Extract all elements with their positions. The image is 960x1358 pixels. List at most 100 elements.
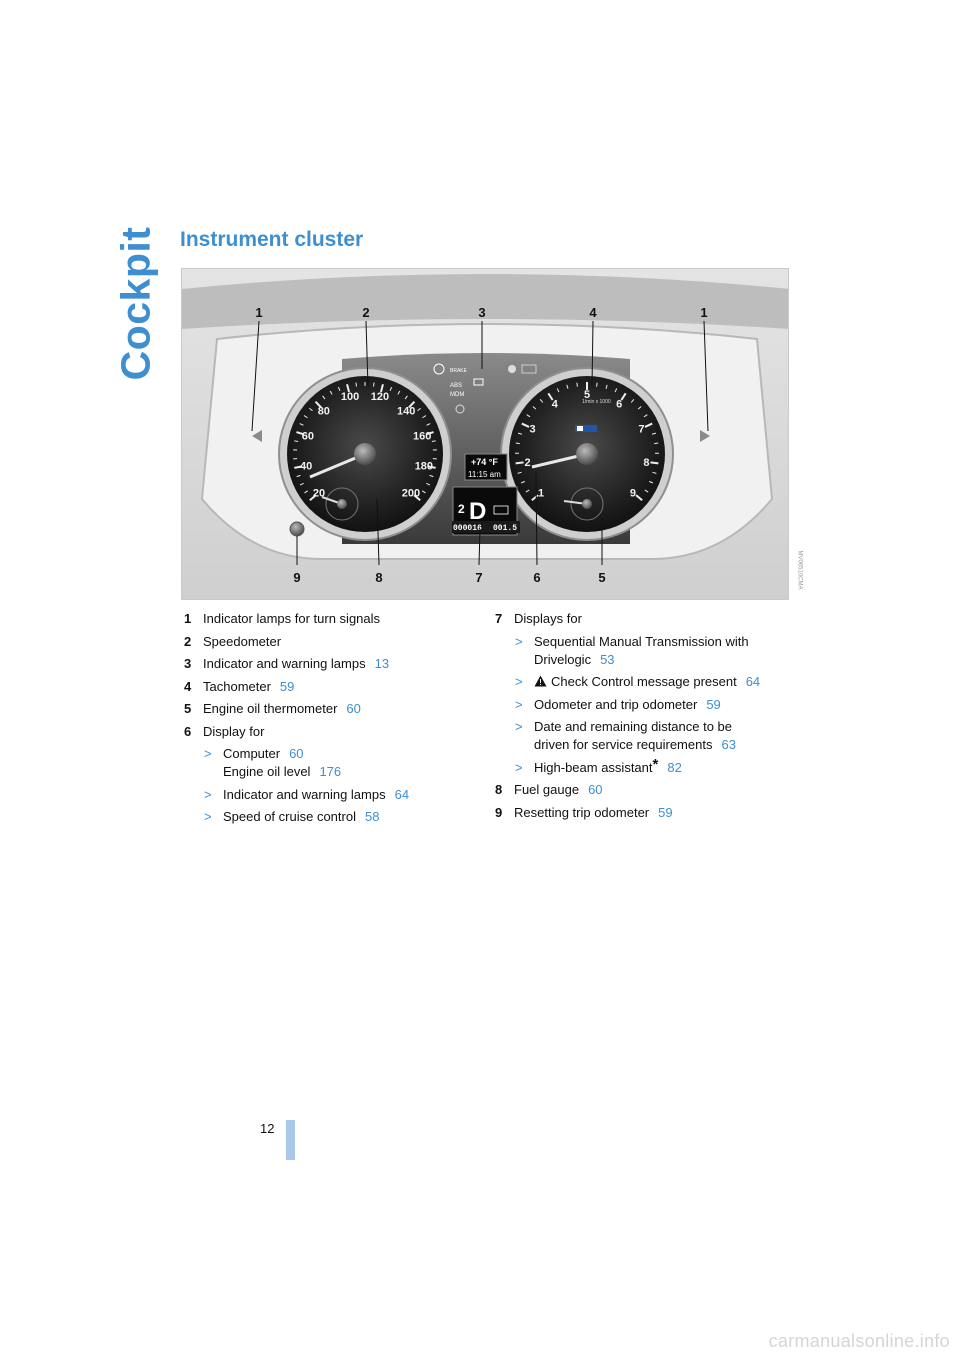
page-ref-link[interactable]: 60 <box>346 701 361 716</box>
subitem-text: Engine oil level <box>223 764 311 779</box>
tachometer-tick <box>531 494 539 502</box>
section-title: Cockpit <box>112 226 160 380</box>
item-text: Indicator lamps for turn signals <box>203 611 381 626</box>
item-number: 6 <box>184 723 192 739</box>
speedometer-label: 140 <box>397 405 415 417</box>
tachometer-tick <box>605 384 608 389</box>
speedometer-label: 60 <box>302 431 314 443</box>
tachometer-tick <box>517 471 522 474</box>
speedometer-tick <box>294 440 299 443</box>
page-ref-link[interactable]: 64 <box>745 674 761 689</box>
item-number: 4 <box>184 678 192 694</box>
speedometer-tick <box>413 494 421 502</box>
speedometer-label: 200 <box>402 488 420 500</box>
page-ref-link[interactable]: 60 <box>588 782 603 797</box>
page-ref-link[interactable]: 176 <box>319 764 342 779</box>
page-ref-link[interactable]: 53 <box>600 651 615 667</box>
tachometer-tick <box>515 442 520 445</box>
speedometer-label: 120 <box>371 391 389 403</box>
tachometer-tick <box>520 480 525 484</box>
speedometer-tick <box>404 395 408 400</box>
display-gear: D <box>469 498 486 525</box>
warning-lamp-brake: BRAKE <box>450 368 468 374</box>
page-ref-link[interactable]: 59 <box>658 804 673 820</box>
tachometer-tick <box>556 388 560 393</box>
image-code-text: MV06510CMA <box>797 550 803 590</box>
speedometer-label: 180 <box>415 461 433 473</box>
callout-number: 3 <box>478 305 485 320</box>
speedometer-tick <box>294 465 303 469</box>
tachometer-tick <box>532 406 537 410</box>
callout-number: 8 <box>375 570 382 585</box>
page-ref-link[interactable]: 13 <box>374 656 390 671</box>
speedometer-tick <box>322 395 326 400</box>
speedometer-tick <box>296 474 301 478</box>
warning-lamp-mdm: MDM <box>450 392 464 398</box>
speedometer-tick <box>379 384 384 393</box>
item-text: Engine oil thermometer <box>203 701 338 716</box>
item-number: 8 <box>495 782 503 797</box>
speedometer-tick <box>355 382 357 387</box>
tachometer-tick <box>651 432 657 435</box>
tachometer-label: 6 <box>616 398 622 410</box>
tachometer-tick <box>637 406 642 410</box>
callout-number: 7 <box>475 570 482 585</box>
speedometer-tick <box>431 440 436 443</box>
tachometer-tick <box>654 442 659 445</box>
tachometer-tick <box>614 388 618 393</box>
speedometer-tick <box>309 407 313 412</box>
callout-number: 2 <box>362 305 369 320</box>
tachometer-label: 9 <box>630 488 636 500</box>
tachometer-tick <box>547 392 554 401</box>
tachometer-label: 7 <box>638 424 644 436</box>
speedometer-tick <box>429 474 434 478</box>
tachometer-tick <box>566 384 569 389</box>
tachometer-tick <box>517 432 523 435</box>
page-ref-link[interactable]: 60 <box>289 746 304 761</box>
speedometer-tick <box>303 415 308 419</box>
item-text: Fuel gauge <box>514 782 580 797</box>
tachometer-label: 8 <box>643 457 649 469</box>
speedometer-tick <box>421 490 426 494</box>
item-text: Resetting trip odometer <box>514 804 650 820</box>
tacho-unit-label: 1/min x 1000 <box>582 399 611 405</box>
bullet-arrow: > <box>204 786 212 802</box>
callout-lines <box>251 320 709 566</box>
tachometer-tick <box>620 392 627 401</box>
page-ref-link[interactable]: 58 <box>364 809 380 824</box>
speedometer-tick <box>299 482 304 486</box>
legend-item-6: 6 Display for <box>184 723 474 741</box>
speedometer-tick <box>426 423 431 426</box>
display-temperature: +74 °F <box>471 457 498 467</box>
tachometer-tick <box>539 399 544 403</box>
callout-number: 5 <box>598 570 605 585</box>
legend-left-column: 1 Indicator lamps for turn signals 2 Spe… <box>184 610 474 831</box>
speedometer-tick <box>397 390 401 395</box>
subitem-text: driven for service requirements <box>534 737 713 752</box>
item-text: Indicator and warning lamps <box>203 656 366 671</box>
page-ref-link[interactable]: 82 <box>667 759 682 775</box>
page-ref-link[interactable]: 59 <box>706 696 721 712</box>
page-ref-link[interactable]: 59 <box>279 678 295 694</box>
tachometer-label: 4 <box>552 398 559 410</box>
page-ref-link[interactable]: 63 <box>721 737 736 752</box>
speedometer-tick <box>373 382 375 387</box>
page-ref-link[interactable]: 64 <box>394 786 410 802</box>
callout-number: 9 <box>293 570 300 585</box>
tachometer-tick <box>576 382 578 387</box>
speedometer-label: 100 <box>341 391 359 403</box>
legend-subitem: > Sequential Manual Transmission with Dr… <box>495 633 795 669</box>
callout-number: 6 <box>533 570 540 585</box>
bullet-arrow: > <box>515 759 523 775</box>
tachometer-tick <box>644 422 653 428</box>
warning-lamp-abs: ABS <box>450 383 462 389</box>
